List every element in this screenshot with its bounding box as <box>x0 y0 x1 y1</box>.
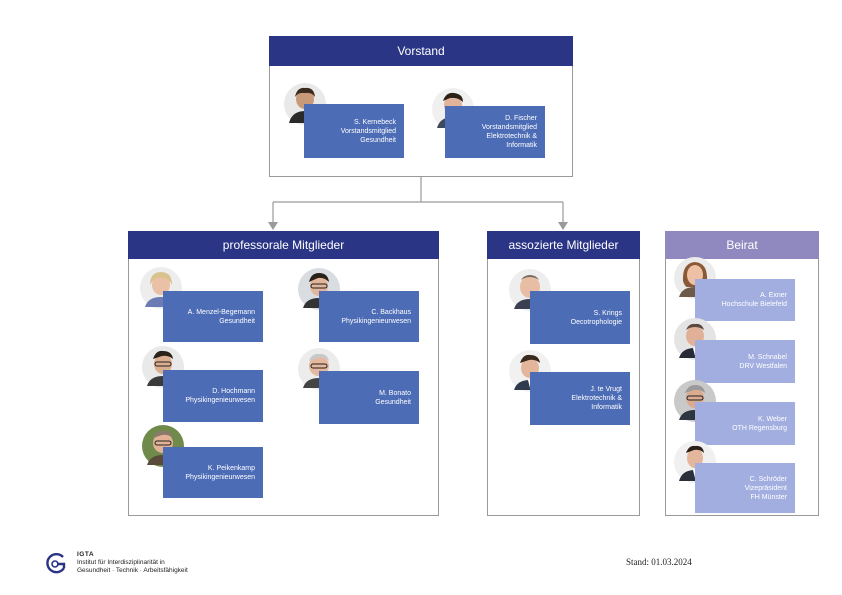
member-card-fischer: D. Fischer Vorstandsmitglied Elektrotech… <box>445 106 545 158</box>
vorstand-header: Vorstand <box>269 36 573 66</box>
professorale-header: professorale Mitglieder <box>128 231 439 259</box>
member-card-peikenkamp: K. Peikenkamp Physikingenieurwesen <box>163 447 263 498</box>
member-card-krings: S. Krings Oecotrophologie <box>530 291 630 344</box>
member-card-kernebeck: S. Kernebeck Vorstandsmitglied Gesundhei… <box>304 104 404 158</box>
member-card-schroeder: C. Schröder Vizepräsident FH Münster <box>695 463 795 513</box>
igta-logo <box>44 552 68 575</box>
member-card-schnabel: M. Schnabel DRV Westfalen <box>695 340 795 383</box>
member-card-weber: K. Weber OTH Regensburg <box>695 402 795 445</box>
member-card-te-vrugt: J. te Vrugt Elektrotechnik & Informatik <box>530 372 630 425</box>
member-card-bonato: M. Bonato Gesundheit <box>319 371 419 424</box>
logo-line1: Institut für Interdisziplinarität in <box>77 559 165 566</box>
member-card-hochmann: D. Hochmann Physikingenieurwesen <box>163 370 263 422</box>
assoziierte-header: assozierte Mitglieder <box>487 231 640 259</box>
stand-date: Stand: 01.03.2024 <box>626 557 692 567</box>
beirat-header: Beirat <box>665 231 819 259</box>
member-card-exner: A. Exner Hochschule Bielefeld <box>695 279 795 321</box>
member-card-menzel-begemann: A. Menzel-Begemann Gesundheit <box>163 291 263 342</box>
logo-line2: Gesundheit · Technik · Arbeitsfähigkeit <box>77 567 188 574</box>
igta-logo-icon <box>46 552 66 574</box>
logo-title: IGTA <box>77 551 95 558</box>
igta-logo-text: IGTA Institut für Interdisziplinarität i… <box>77 551 188 575</box>
member-card-backhaus: C. Backhaus Physikingenieurwesen <box>319 291 419 342</box>
